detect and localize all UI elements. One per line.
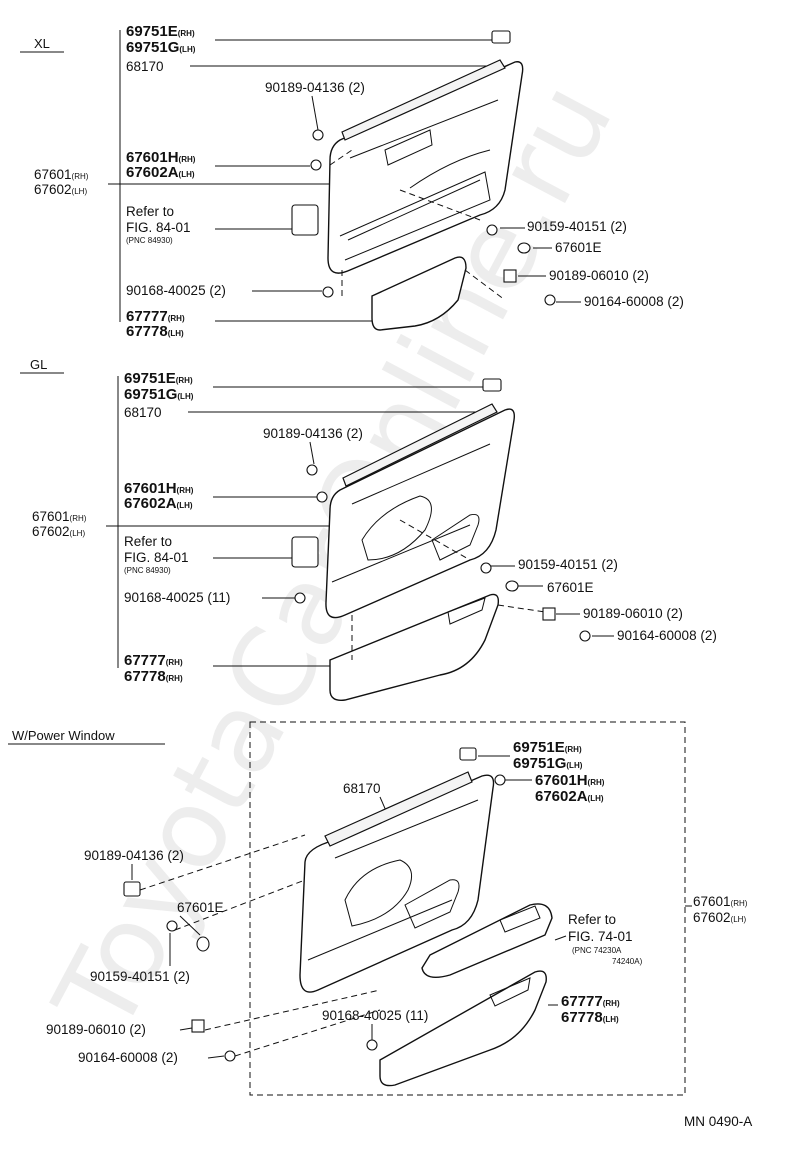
pw-pocket bbox=[379, 970, 547, 1087]
gl-switch-84930 bbox=[291, 536, 319, 568]
section-gl: GL 69751E(RH) 69751G(LH) 68170 90189-041… bbox=[20, 357, 717, 701]
xl-label-67602: 67602(LH) bbox=[34, 182, 87, 197]
section-xl: XL 69751E(RH) 69751G(LH) 68170 90189-041… bbox=[20, 23, 684, 340]
gl-label-67601h: 67601H(RH) bbox=[124, 480, 194, 497]
pw-nut-90189-04136 bbox=[123, 881, 141, 897]
pw-ring-67601e bbox=[196, 936, 210, 952]
gl-screw-90168 bbox=[294, 592, 306, 604]
xl-nut-90189 bbox=[503, 269, 517, 283]
xl-label-68170: 68170 bbox=[126, 59, 164, 74]
gl-label-69751g: 69751G(LH) bbox=[124, 386, 194, 403]
gl-label-refer: Refer to bbox=[124, 534, 172, 549]
xl-screw-67601h bbox=[310, 159, 322, 171]
xl-switch-84930 bbox=[291, 204, 319, 236]
section-label-gl: GL bbox=[30, 357, 47, 372]
pw-label-90189-06010: 90189-06010 (2) bbox=[46, 1022, 146, 1037]
section-label-power-window: W/Power Window bbox=[12, 728, 115, 743]
xl-label-90189-04136: 90189-04136 (2) bbox=[265, 80, 365, 95]
xl-ring-67601e bbox=[517, 242, 531, 254]
xl-label-90164: 90164-60008 (2) bbox=[584, 294, 684, 309]
pw-label-90189-04136: 90189-04136 (2) bbox=[84, 848, 184, 863]
xl-label-69751e: 69751E(RH) bbox=[126, 23, 195, 40]
pw-nut-90189-06010 bbox=[191, 1019, 205, 1033]
pw-clip-69751e bbox=[459, 747, 477, 761]
pw-door-trim-panel bbox=[299, 774, 495, 993]
pw-label-68170: 68170 bbox=[343, 781, 381, 796]
gl-label-69751e: 69751E(RH) bbox=[124, 370, 193, 387]
pw-label-67601: 67601(RH) bbox=[693, 894, 748, 909]
xl-label-67602a: 67602A(LH) bbox=[126, 164, 195, 181]
xl-screw-90189 bbox=[312, 129, 324, 141]
pw-screw-90168 bbox=[366, 1039, 378, 1051]
gl-label-fig: FIG. 84-01 bbox=[124, 550, 189, 565]
gl-label-90159: 90159-40151 (2) bbox=[518, 557, 618, 572]
gl-label-pnc: (PNC 84930) bbox=[124, 566, 171, 575]
xl-label-69751g: 69751G(LH) bbox=[126, 39, 196, 56]
xl-label-67777: 67777(RH) bbox=[126, 308, 185, 325]
gl-label-67778: 67778(RH) bbox=[124, 668, 183, 685]
pw-label-90159: 90159-40151 (2) bbox=[90, 969, 190, 984]
pw-screw-90159 bbox=[166, 920, 178, 932]
pw-label-67601e: 67601E bbox=[177, 900, 224, 915]
pw-screw-67601h bbox=[494, 774, 506, 786]
pw-label-pnc2: 74240A) bbox=[612, 957, 643, 966]
gl-label-67601: 67601(RH) bbox=[32, 509, 87, 524]
gl-label-67602a: 67602A(LH) bbox=[124, 495, 193, 512]
gl-label-90189-06010: 90189-06010 (2) bbox=[583, 606, 683, 621]
pw-label-67602a: 67602A(LH) bbox=[535, 788, 604, 805]
gl-label-90189-04136: 90189-04136 (2) bbox=[263, 426, 363, 441]
xl-screw-90164 bbox=[544, 294, 556, 306]
section-power-window: W/Power Window 69751E(RH) 69751G(LH) 676… bbox=[8, 721, 748, 1096]
gl-label-67777: 67777(RH) bbox=[124, 652, 183, 669]
xl-label-67601: 67601(RH) bbox=[34, 167, 89, 182]
pw-label-69751g: 69751G(LH) bbox=[513, 755, 583, 772]
xl-clip-69751e bbox=[491, 30, 511, 44]
pw-label-90168: 90168-40025 (11) bbox=[322, 1008, 428, 1023]
gl-nut-90189 bbox=[542, 607, 556, 621]
xl-label-fig: FIG. 84-01 bbox=[126, 220, 191, 235]
gl-screw-67601h bbox=[316, 491, 328, 503]
xl-label-pnc: (PNC 84930) bbox=[126, 236, 173, 245]
gl-label-67601e: 67601E bbox=[547, 580, 594, 595]
pw-label-67778: 67778(LH) bbox=[561, 1009, 619, 1026]
xl-label-67601e: 67601E bbox=[555, 240, 602, 255]
pw-label-67777: 67777(RH) bbox=[561, 993, 620, 1010]
pw-label-fig: FIG. 74-01 bbox=[568, 929, 633, 944]
xl-label-90159: 90159-40151 (2) bbox=[527, 219, 627, 234]
pw-label-67601h: 67601H(RH) bbox=[535, 772, 605, 789]
pw-label-69751e: 69751E(RH) bbox=[513, 739, 582, 756]
pw-label-refer: Refer to bbox=[568, 912, 616, 927]
gl-label-90164: 90164-60008 (2) bbox=[617, 628, 717, 643]
xl-label-67601h: 67601H(RH) bbox=[126, 149, 196, 166]
xl-screw-90168 bbox=[322, 286, 334, 298]
xl-label-67778: 67778(LH) bbox=[126, 323, 184, 340]
gl-screw-90189 bbox=[306, 464, 318, 476]
section-label-xl: XL bbox=[34, 36, 50, 51]
xl-screw-90159 bbox=[486, 224, 498, 236]
footer-code: MN 0490-A bbox=[684, 1114, 752, 1129]
pw-screw-90164 bbox=[224, 1050, 236, 1062]
xl-label-refer: Refer to bbox=[126, 204, 174, 219]
pw-switch-74230a bbox=[421, 903, 553, 978]
gl-ring-67601e bbox=[505, 580, 519, 592]
pw-label-90164: 90164-60008 (2) bbox=[78, 1050, 178, 1065]
power-window-frame bbox=[249, 721, 686, 1096]
pw-label-67602: 67602(LH) bbox=[693, 910, 746, 925]
gl-clip-69751e bbox=[482, 378, 502, 392]
gl-screw-90159 bbox=[480, 562, 492, 574]
xl-label-90168: 90168-40025 (2) bbox=[126, 283, 226, 298]
xl-pocket bbox=[371, 256, 467, 331]
gl-label-68170: 68170 bbox=[124, 405, 162, 420]
gl-label-67602: 67602(LH) bbox=[32, 524, 85, 539]
xl-label-90189-06010: 90189-06010 (2) bbox=[549, 268, 649, 283]
gl-label-90168: 90168-40025 (11) bbox=[124, 590, 230, 605]
gl-screw-90164 bbox=[579, 630, 591, 642]
pw-label-pnc1: (PNC 74230A bbox=[572, 946, 622, 955]
